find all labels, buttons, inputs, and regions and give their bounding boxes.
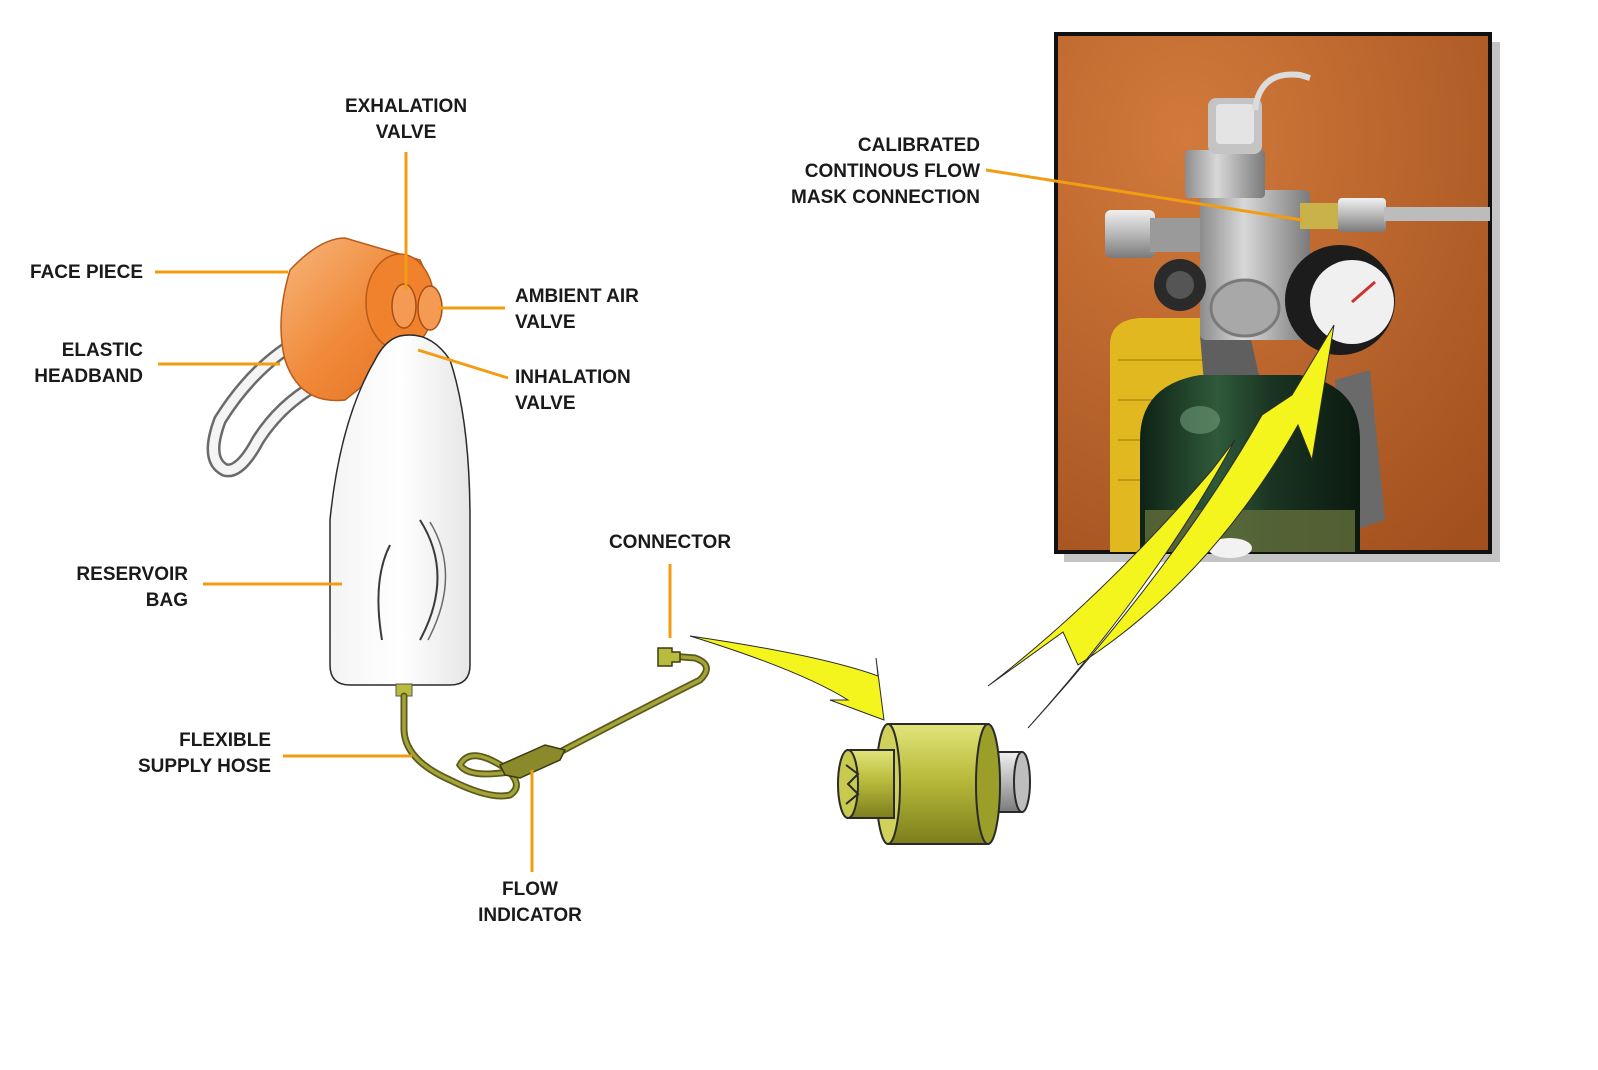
label-line: VALVE: [515, 312, 576, 333]
label-line: HEADBAND: [34, 366, 143, 387]
label-line: INHALATION: [515, 367, 631, 388]
label-inhalation-valve: INHALATION VALVE: [515, 365, 675, 417]
label-exhalation-valve: EXHALATION VALVE: [328, 94, 484, 146]
label-line: FLOW: [502, 879, 558, 900]
label-flow-indicator: FLOW INDICATOR: [450, 877, 610, 929]
enlarged-connector: [837, 723, 1031, 845]
label-mask-connection: CALIBRATED CONTINOUS FLOW MASK CONNECTIO…: [740, 133, 980, 211]
label-line: VALVE: [375, 122, 437, 143]
regulator-photo: [1054, 32, 1500, 562]
label-face-piece: FACE PIECE: [10, 260, 143, 286]
label-line: FACE PIECE: [30, 262, 143, 283]
label-line: CALIBRATED: [857, 135, 980, 156]
supply-hose: [400, 647, 710, 800]
label-line: CONTINOUS FLOW: [804, 161, 980, 182]
label-line: CONNECTOR: [608, 532, 732, 553]
label-connector: CONNECTOR: [590, 530, 750, 556]
label-flexible-supply-hose: FLEXIBLE SUPPLY HOSE: [100, 728, 271, 780]
label-ambient-air-valve: AMBIENT AIR VALVE: [515, 284, 675, 336]
label-line: FLEXIBLE: [179, 730, 271, 751]
leader-lines: [155, 152, 1303, 872]
label-line: AMBIENT AIR: [515, 286, 639, 307]
label-line: MASK CONNECTION: [791, 187, 980, 208]
label-line: EXHALATION: [344, 96, 468, 117]
arrow-to-fitting: [689, 635, 885, 721]
label-line: VALVE: [515, 393, 576, 414]
label-line: SUPPLY HOSE: [137, 756, 271, 777]
label-line: RESERVOIR: [76, 564, 188, 585]
label-reservoir-bag: RESERVOIR BAG: [40, 562, 188, 614]
label-line: ELASTIC: [61, 340, 143, 361]
arrow-to-regulator: [987, 324, 1335, 729]
label-line: BAG: [145, 590, 188, 611]
label-line: INDICATOR: [478, 905, 582, 926]
label-elastic-headband: ELASTIC HEADBAND: [10, 338, 143, 390]
mask-assembly: [206, 237, 471, 697]
leader-inhalation-valve: [417, 348, 509, 380]
leader-mask-connection: [985, 168, 1303, 222]
